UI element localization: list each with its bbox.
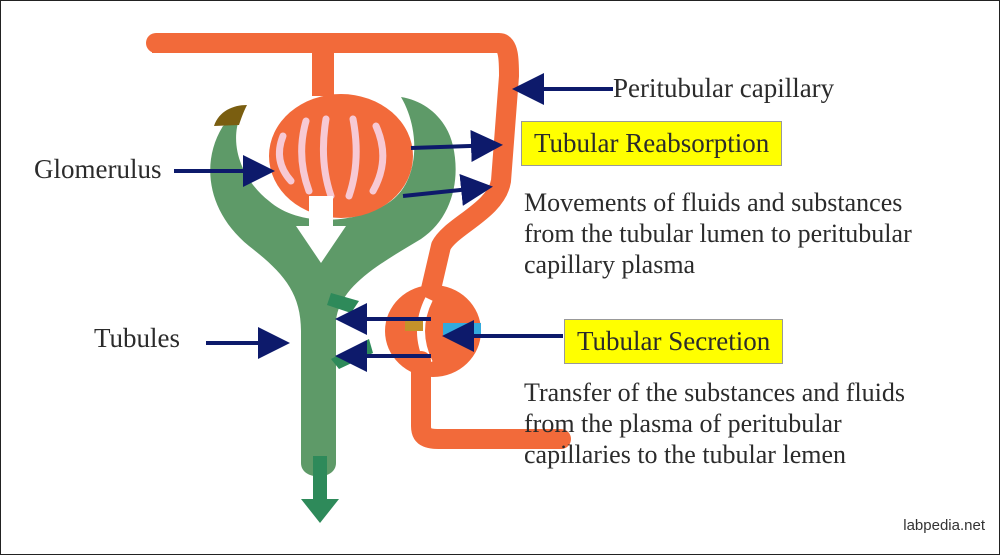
label-peritubular-capillary: Peritubular capillary — [613, 73, 835, 103]
reabsorption-line-2: from the tubular lumen to peritubular — [524, 219, 912, 248]
capillary-outflow — [411, 351, 571, 449]
reabsorption-description: Movements of fluids and substances from … — [524, 187, 912, 280]
bowman-cap — [214, 105, 247, 126]
reabsorption-marker — [405, 319, 423, 331]
secretion-description: Transfer of the substances and fluids fr… — [524, 377, 905, 470]
tubular-reabsorption-box: Tubular Reabsorption — [521, 121, 783, 166]
label-glomerulus: Glomerulus — [34, 154, 162, 184]
reabsorption-line-3: capillary plasma — [524, 250, 696, 279]
secretion-line-2: from the plasma of peritubular — [524, 409, 842, 438]
capillary-network — [146, 33, 571, 449]
glomerulus-ball — [269, 94, 413, 218]
secretion-line-1: Transfer of the substances and fluids — [524, 378, 906, 407]
arrow-reabsorption-upper — [410, 129, 503, 162]
filtration-arrow — [296, 196, 346, 263]
outflow-arrow — [301, 456, 339, 523]
secretion-marker — [443, 323, 481, 335]
label-tubules: Tubules — [94, 323, 181, 353]
watermark: labpedia.net — [903, 517, 985, 534]
reabsorption-line-1: Movements of fluids and substances — [524, 188, 903, 217]
arrow-reabsorption-lower — [402, 174, 493, 206]
arrow-group — [174, 73, 613, 372]
secretion-line-3: capillaries to the tubular lemen — [524, 440, 846, 469]
glomerulus-loops — [275, 115, 387, 200]
tubular-secretion-box: Tubular Secretion — [564, 319, 784, 364]
